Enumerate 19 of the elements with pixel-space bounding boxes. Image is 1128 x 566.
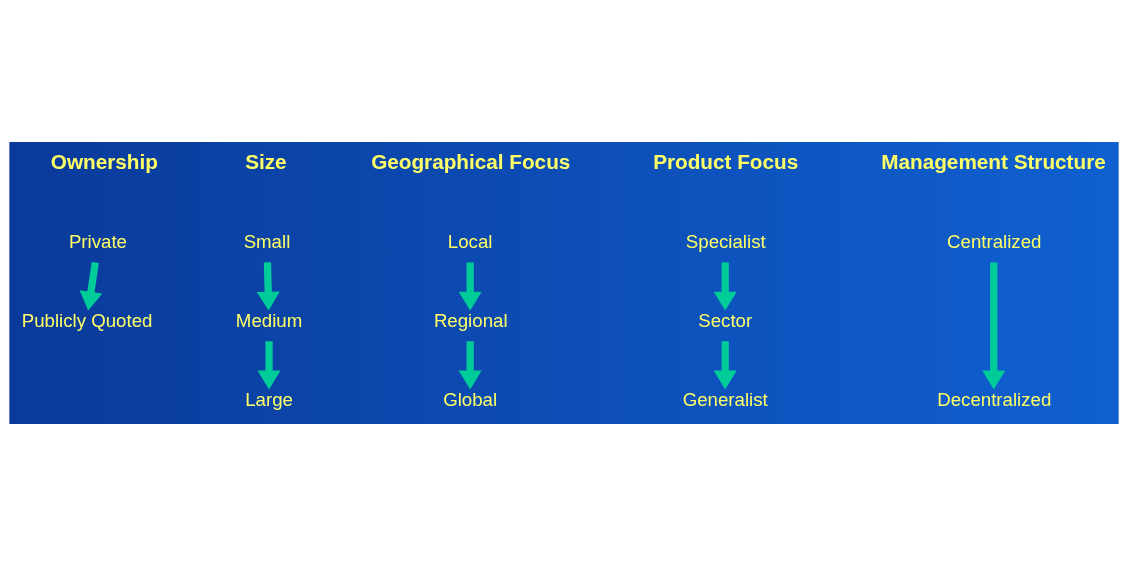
- node-text: Regional: [433, 309, 508, 331]
- node-text: Decentralized: [937, 388, 1052, 410]
- node-text: Sector: [698, 309, 753, 331]
- node-text: Publicly Quoted: [21, 309, 153, 331]
- node-text: Specialist: [685, 231, 766, 253]
- label: Ownership: [50, 149, 158, 173]
- label: Size: [245, 149, 287, 173]
- node-text: Generalist: [682, 388, 768, 410]
- node-text: Private: [68, 231, 128, 253]
- node-text: Local: [447, 231, 493, 253]
- label: Geographical Focus: [371, 149, 571, 173]
- label: Management Structure: [881, 149, 1106, 173]
- arrow: [79, 261, 103, 311]
- node-text: Large: [245, 388, 293, 410]
- node-text: Medium: [235, 309, 303, 331]
- node-text: Global: [443, 388, 498, 410]
- node-text: Centralized: [947, 231, 1042, 253]
- label: Product Focus: [653, 149, 799, 173]
- node-text: Small: [243, 231, 291, 253]
